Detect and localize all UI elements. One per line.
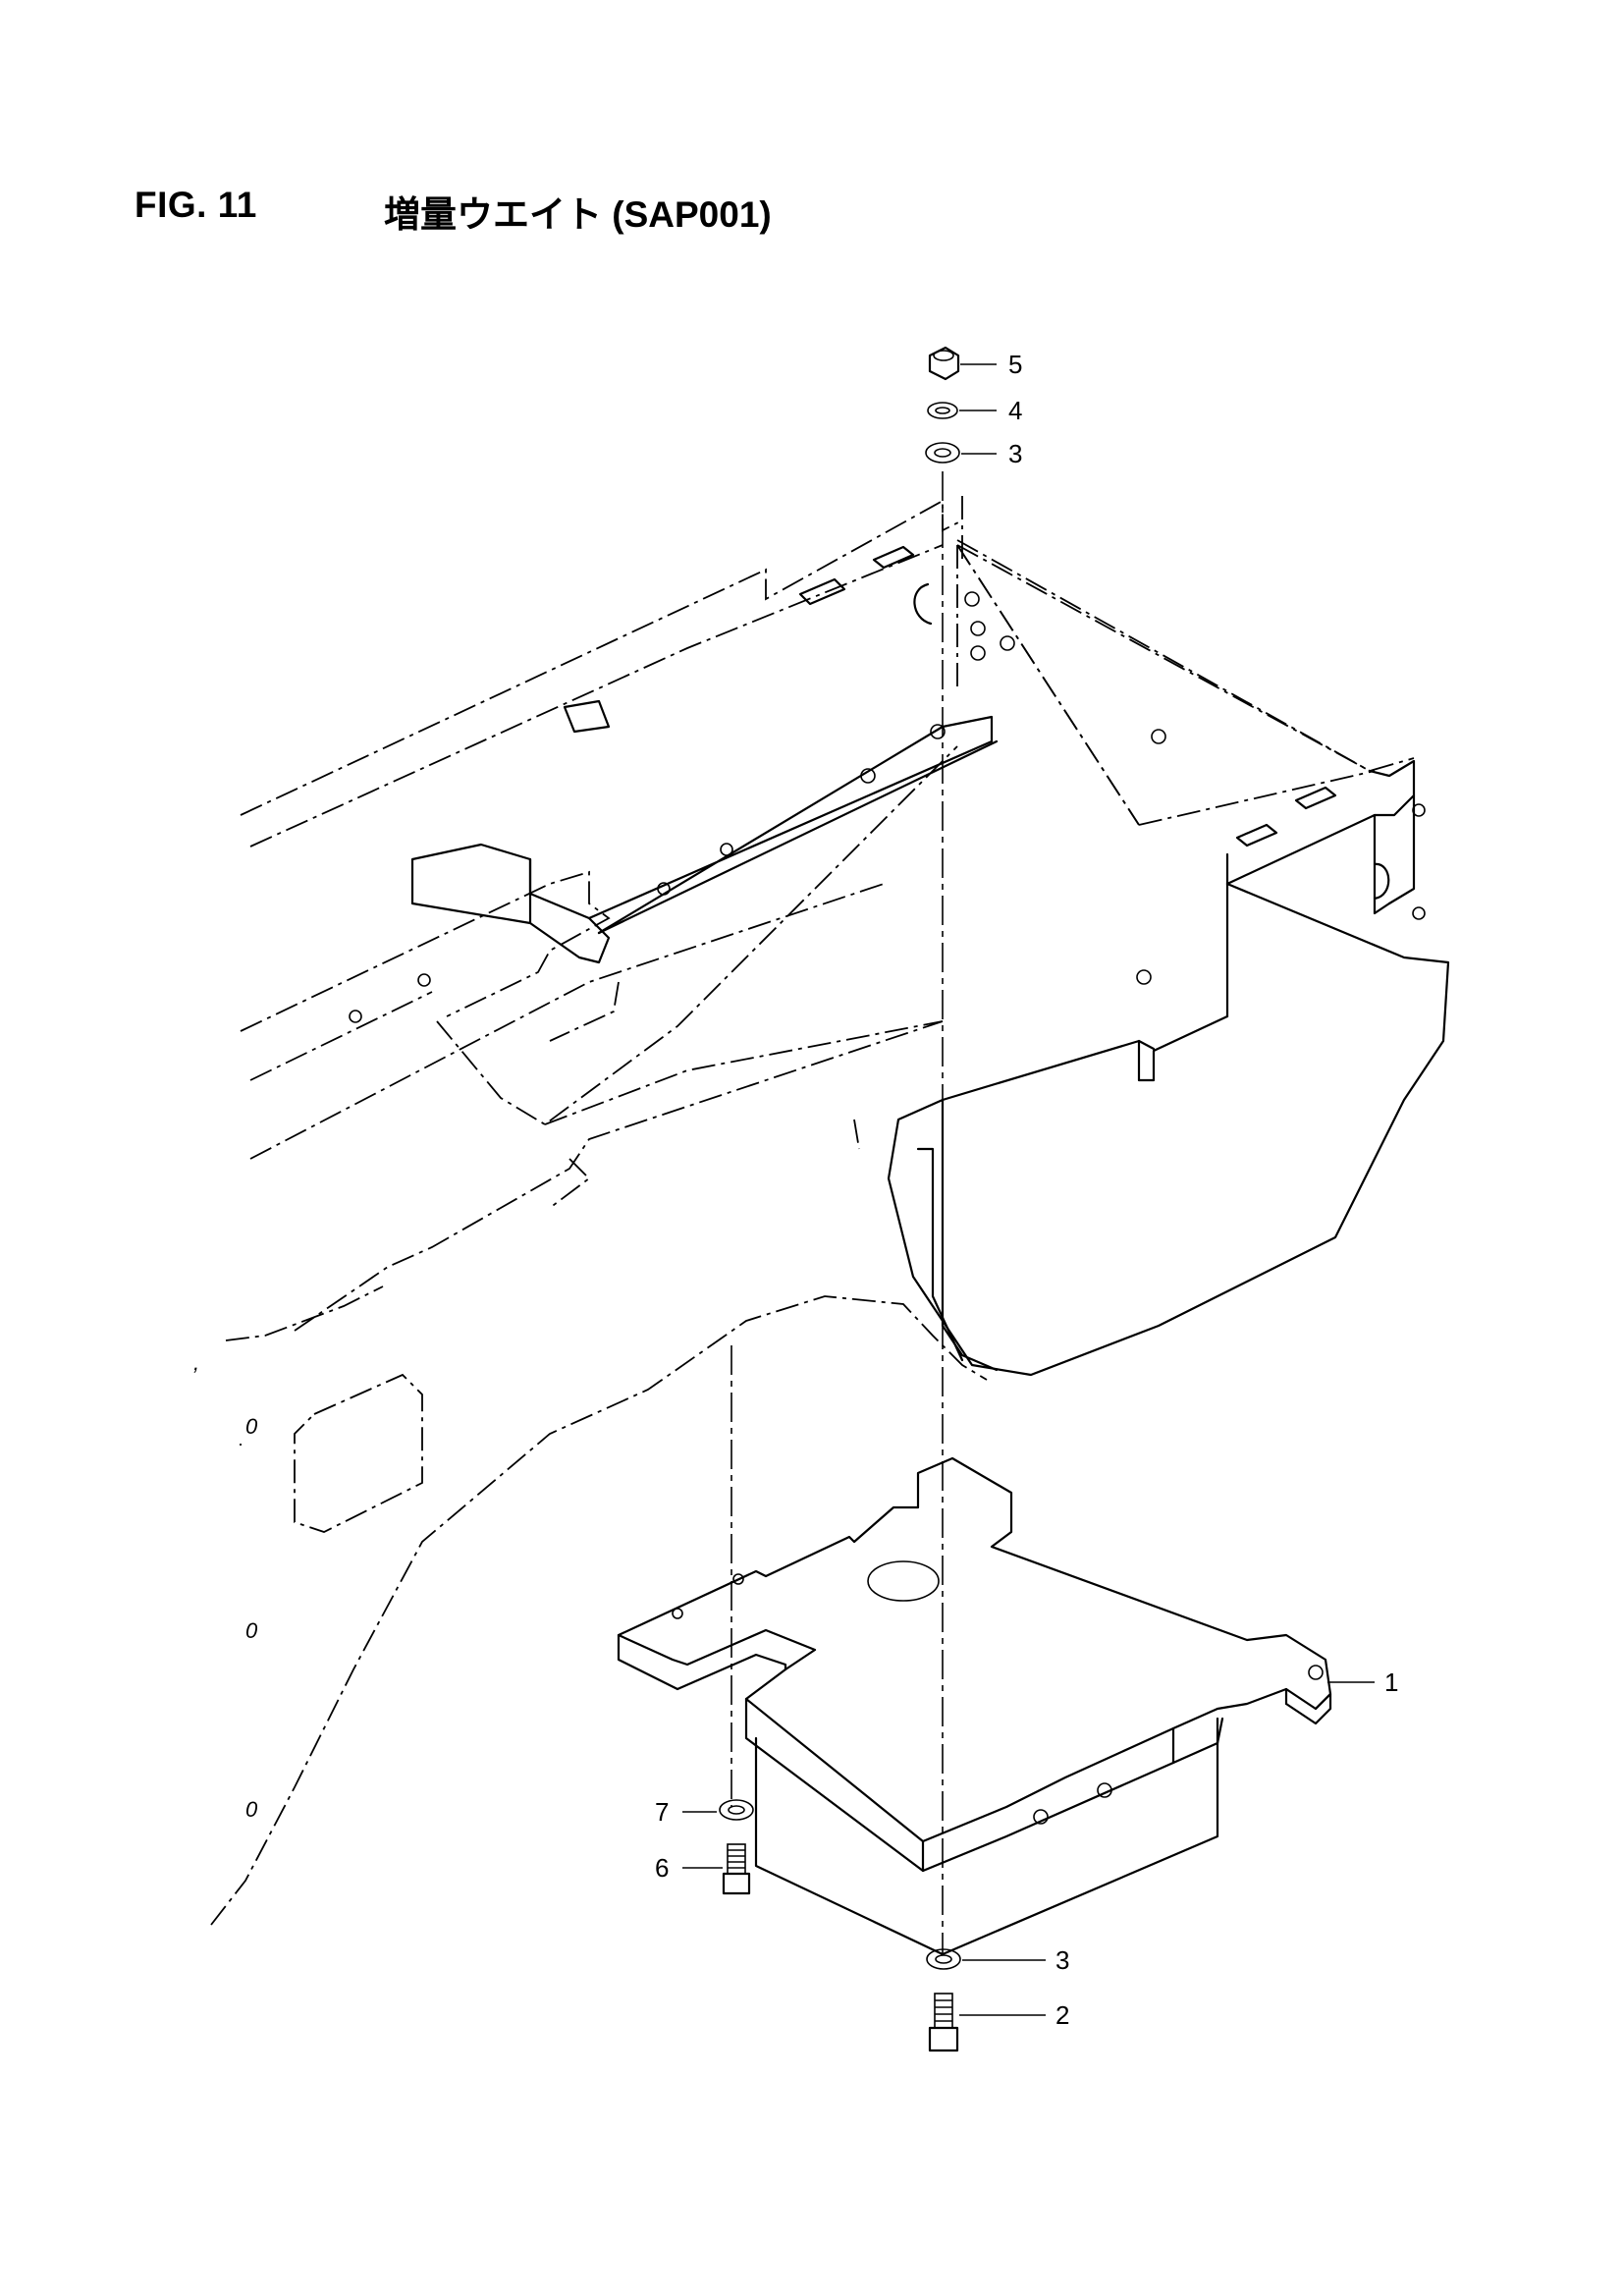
machine-frame-phantom (210, 496, 1415, 1926)
callout-3: 3 (1055, 1945, 1069, 1975)
upper-frame-bracket (563, 545, 1426, 985)
figure-header: FIG. 11 増量ウエイト (SAP001) (135, 185, 1509, 244)
figure-title: 増量ウエイト (SAP001) (384, 194, 772, 235)
callout-3: 3 (1008, 439, 1022, 468)
callout-1: 1 (1384, 1667, 1398, 1697)
weight-plate (617, 1456, 1332, 1956)
leader-lines (682, 363, 1375, 2016)
hex-nut-icon (928, 346, 960, 381)
spring-washer-icon (927, 402, 958, 419)
flat-washer-icon (719, 1799, 754, 1821)
callout-6: 6 (655, 1853, 669, 1883)
bolt-icon (928, 1993, 959, 2052)
callout-7: 7 (655, 1797, 669, 1827)
upper-beam (349, 715, 999, 1023)
bolt-icon (722, 1843, 751, 1895)
phantom-mark: , (193, 1350, 199, 1375)
phantom-mark: 0 (245, 1797, 258, 1822)
callout-2: 2 (1055, 2000, 1069, 2030)
flat-washer-icon (926, 1948, 961, 1970)
flat-washer-icon (925, 442, 960, 464)
figure-number: FIG. 11 (135, 185, 257, 225)
counterweight-body (887, 882, 1450, 1377)
callout-4: 4 (1008, 396, 1022, 425)
phantom-mark: 0 (245, 1414, 258, 1439)
callout-5: 5 (1008, 350, 1022, 379)
phantom-mark: 0 (245, 1618, 258, 1643)
